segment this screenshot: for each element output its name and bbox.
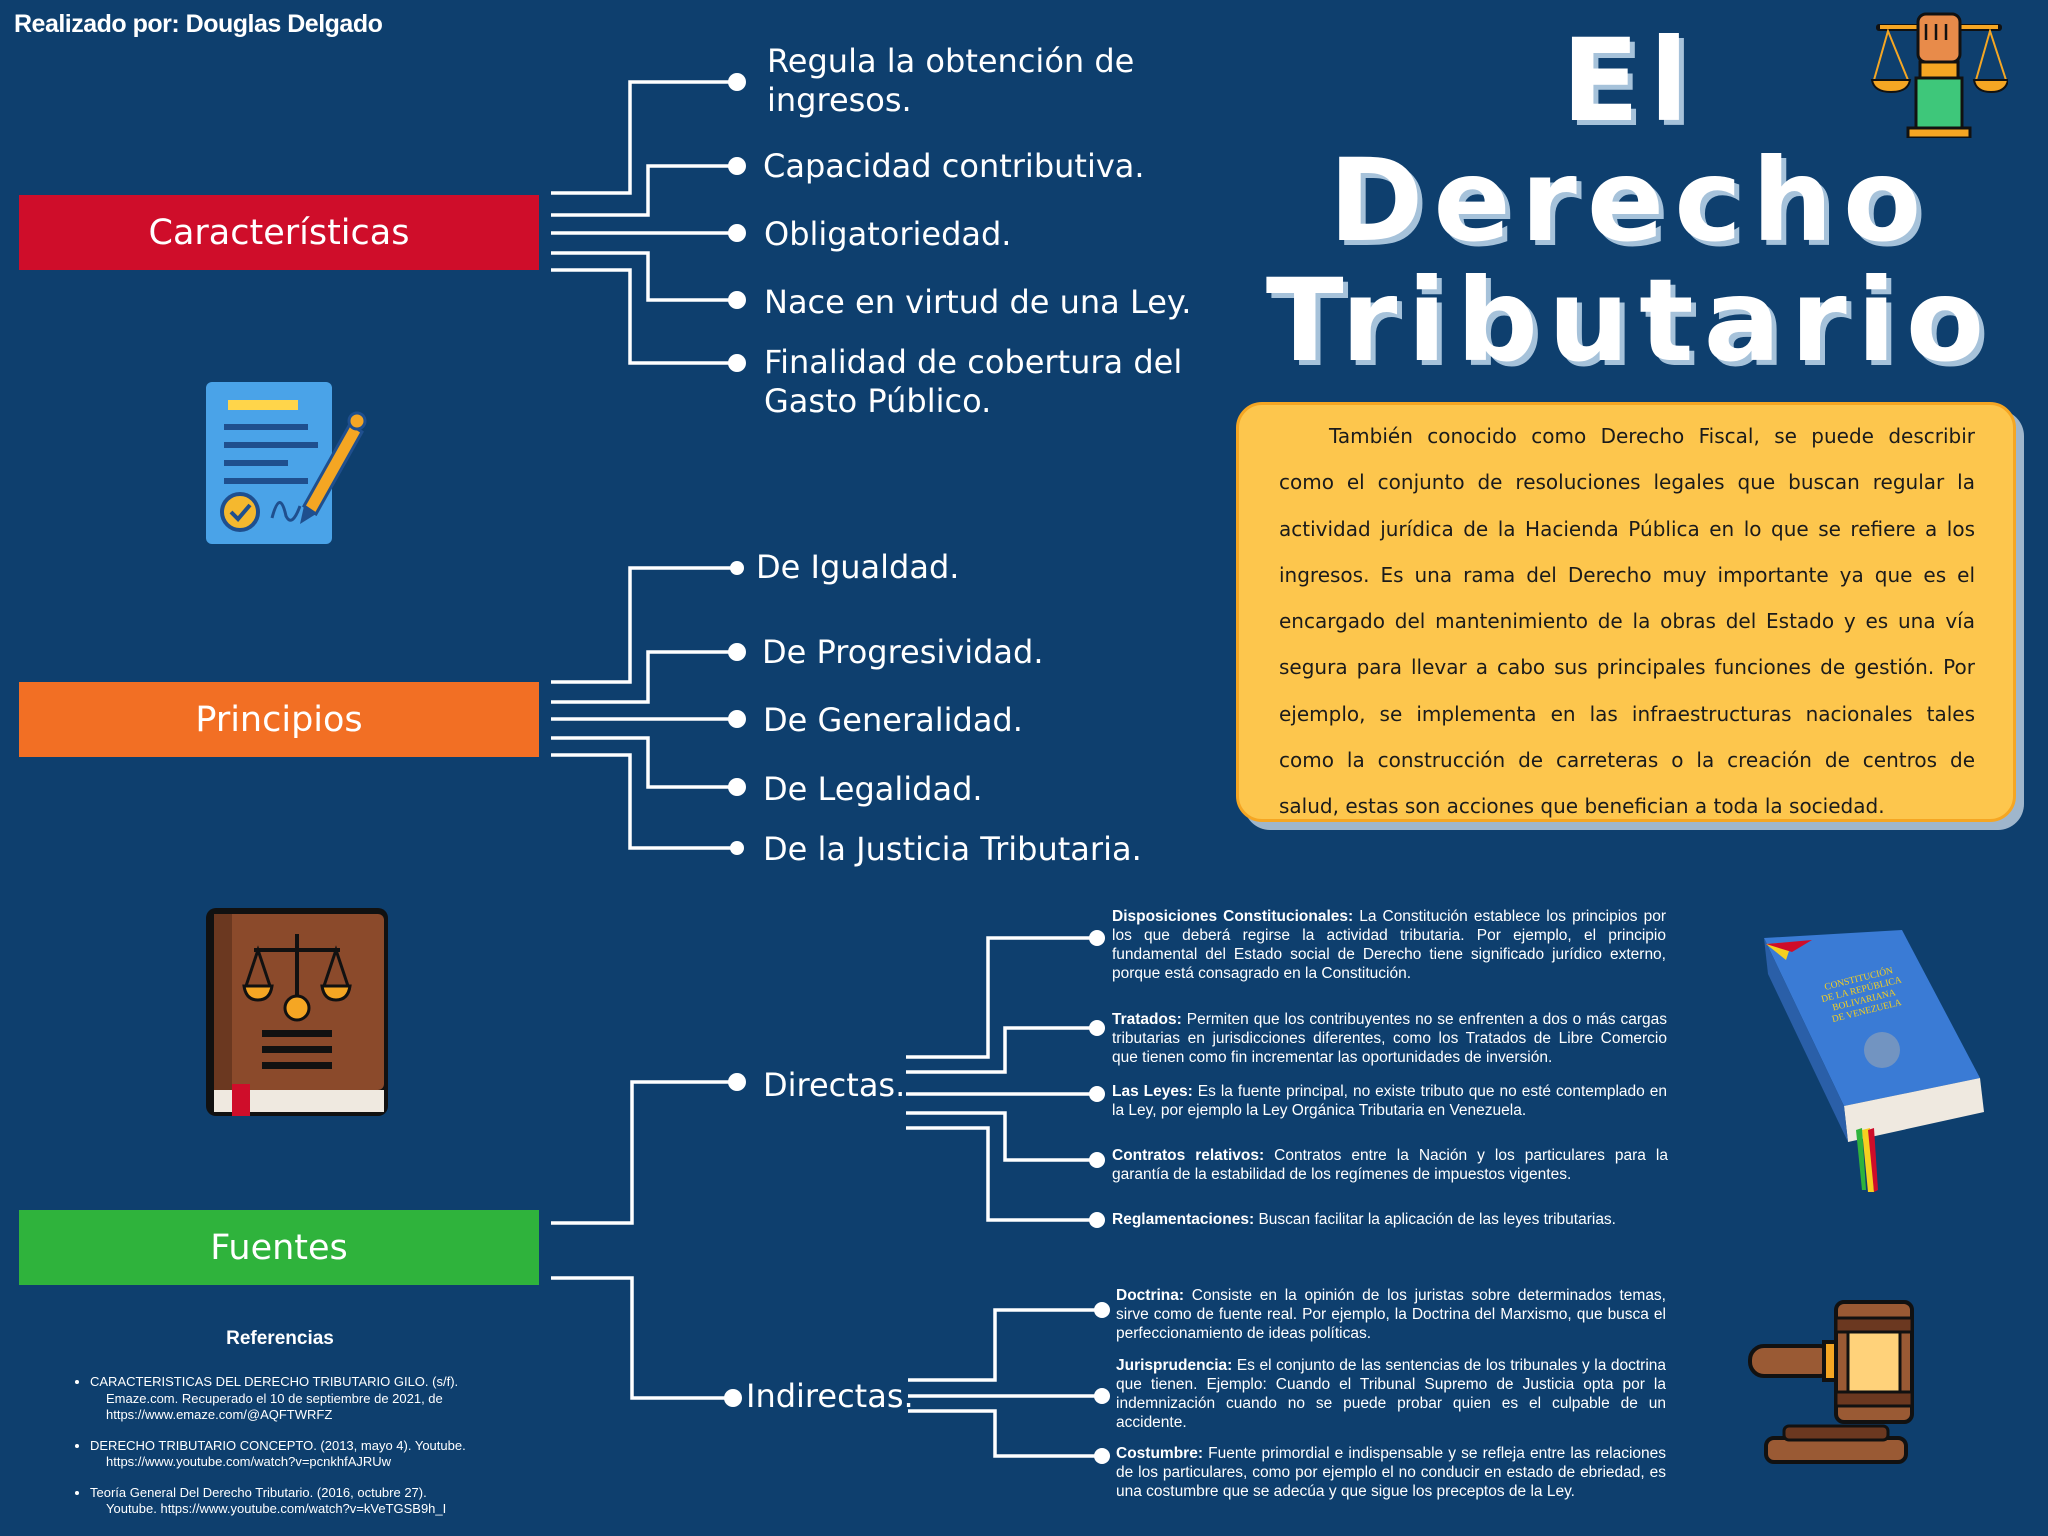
signed-document-icon bbox=[206, 382, 367, 544]
scales-fist-icon bbox=[1870, 12, 2008, 138]
indirecta-item: Costumbre: Fuente primordial e indispens… bbox=[1116, 1445, 1666, 1500]
law-book-icon bbox=[206, 908, 388, 1116]
directa-item: Disposiciones Constitucionales: La Const… bbox=[1112, 908, 1666, 982]
directa-item: Tratados: Permiten que los contribuyente… bbox=[1112, 1011, 1667, 1066]
principios-bar: Principios bbox=[19, 682, 539, 757]
directa-item: Las Leyes: Es la fuente principal, no ex… bbox=[1112, 1083, 1667, 1119]
indirecta-item: Doctrina: Consiste en la opinión de los … bbox=[1116, 1287, 1666, 1342]
title-line-2: Derecho bbox=[1328, 134, 1932, 267]
directa-item: Reglamentaciones: Buscan facilitar la ap… bbox=[1112, 1211, 1616, 1228]
fuentes-indirectas-label: Indirectas. bbox=[746, 1377, 914, 1415]
principio-item: De Igualdad. bbox=[756, 548, 960, 586]
references-title: Referencias bbox=[226, 1328, 334, 1349]
principio-item: De Legalidad. bbox=[763, 770, 983, 808]
constitution-book-icon: CONSTITUCIÓN DE LA REPÚBLICA BOLIVARIANA… bbox=[1752, 930, 1992, 1200]
caracteristica-item: Nace en virtud de una Ley. bbox=[764, 283, 1192, 321]
fuentes-bar: Fuentes bbox=[19, 1210, 539, 1285]
caracteristicas-bar: Características bbox=[19, 195, 539, 270]
reference-item: CARACTERISTICAS DEL DERECHO TRIBUTARIO G… bbox=[90, 1374, 510, 1424]
reference-item: DERECHO TRIBUTARIO CONCEPTO. (2013, mayo… bbox=[90, 1438, 510, 1471]
caracteristica-item: Obligatoriedad. bbox=[764, 215, 1012, 253]
caracteristica-item: Regula la obtención de ingresos. bbox=[767, 42, 1135, 119]
description-box: También conocido como Derecho Fiscal, se… bbox=[1236, 402, 2016, 822]
caracteristica-item: Capacidad contributiva. bbox=[763, 147, 1145, 185]
title-line-3: Tributario bbox=[1265, 254, 1995, 387]
author-credit: Realizado por: Douglas Delgado bbox=[14, 10, 383, 38]
principio-item: De Progresividad. bbox=[762, 633, 1044, 671]
fuentes-directas-label: Directas. bbox=[763, 1066, 906, 1104]
directa-item: Contratos relativos: Contratos entre la … bbox=[1112, 1147, 1668, 1183]
references-list: CARACTERISTICAS DEL DERECHO TRIBUTARIO G… bbox=[72, 1374, 510, 1532]
caracteristica-item: Finalidad de cobertura del Gasto Público… bbox=[764, 343, 1183, 420]
title-line-1: El bbox=[1561, 14, 1699, 147]
gavel-icon bbox=[1748, 1300, 1914, 1464]
reference-item: Teoría General Del Derecho Tributario. (… bbox=[90, 1485, 510, 1518]
indirecta-item: Jurisprudencia: Es el conjunto de las se… bbox=[1116, 1357, 1667, 1431]
principio-item: De Generalidad. bbox=[763, 701, 1023, 739]
principio-item: De la Justicia Tributaria. bbox=[763, 830, 1142, 868]
